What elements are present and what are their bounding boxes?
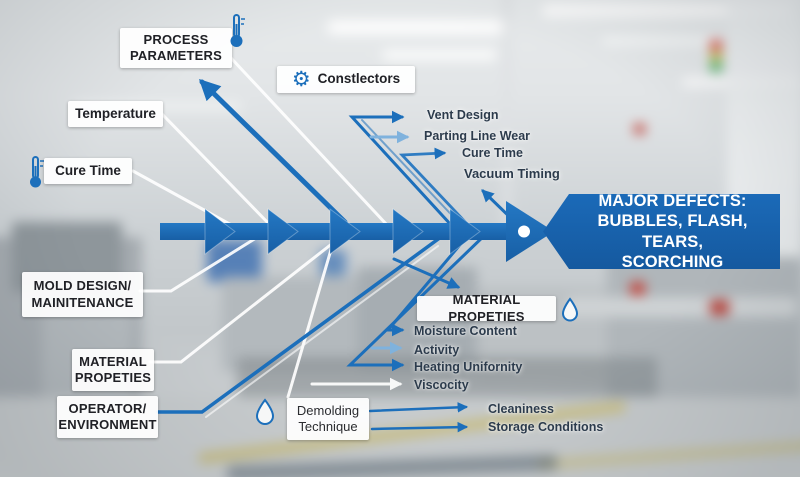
cause-vent-design: Vent Design — [427, 108, 499, 122]
spine-dot — [518, 225, 530, 238]
cause-vacuum-timing: Vacuum Timing — [464, 166, 560, 181]
label-cure-time: Cure Time — [44, 158, 132, 184]
cause-activity: Activity — [414, 343, 460, 357]
cause-moisture-content: Moisture Content — [414, 324, 517, 338]
droplet-icon — [561, 297, 579, 322]
cause-parting-line-wear: Parting Line Wear — [424, 129, 531, 143]
droplet-icon — [255, 398, 275, 425]
spine-arrow — [160, 201, 554, 262]
thermometer-icon — [230, 14, 245, 47]
banner-line1: MAJOR DEFECTS: — [598, 192, 747, 211]
cause-cure-time-right: Cure Time — [462, 146, 523, 160]
label-demolding-technique: Demolding Technique — [287, 398, 369, 440]
label-material-properties-right: MATERIAL PROPETIES — [417, 292, 556, 324]
label-temperature: Temperature — [68, 101, 163, 127]
label-process-parameters: PROCESS PARAMETERS — [120, 28, 232, 68]
cause-viscosity: Viscocity — [414, 378, 469, 392]
label-material-properties-left: MATERIAL PROPETIES — [72, 349, 154, 391]
label-mold-design: MOLD DESIGN/ MAINITENANCE — [22, 272, 143, 317]
banner-line2: BUBBLES, FLASH, TEARS, — [597, 212, 748, 251]
banner-line3: SCORCHING — [621, 252, 724, 271]
cause-cleanliness: Cleaniness — [488, 402, 555, 416]
blue-ribs — [156, 79, 520, 433]
gear-icon: ⚙ — [291, 68, 311, 91]
label-operator-environment: OPERATOR/ ENVIRONMENT — [57, 396, 158, 438]
cause-storage-conditions: Storage Conditions — [488, 420, 604, 434]
white-ribs — [131, 56, 439, 418]
label-connectors: ⚙ Constlectors — [277, 66, 415, 93]
thermometer-icon — [30, 156, 44, 188]
effect-banner: MAJOR DEFECTS: BUBBLES, FLASH, TEARS, SC… — [543, 194, 780, 269]
cause-heating-uniformity: Heating Unifornity — [414, 360, 523, 374]
